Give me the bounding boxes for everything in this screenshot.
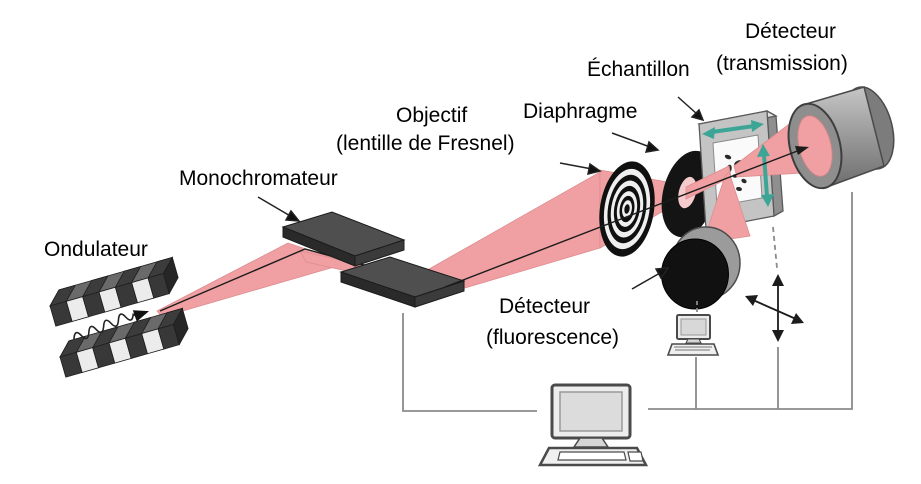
xray-beam-sample [685, 114, 804, 244]
label-arrow-echantillon [677, 96, 705, 122]
undulator-top-row [49, 256, 179, 327]
workstation-computer-icon [537, 383, 649, 467]
sample-scan-arrows [702, 120, 774, 207]
undulator-bottom-row [59, 307, 189, 378]
label-ondulateur: Ondulateur [44, 238, 148, 261]
scan-stage-arrows [745, 274, 804, 342]
label-arrow-diaphragme [611, 132, 660, 153]
fluorescence-detector [661, 226, 741, 310]
label-monochromateur: Monochromateur [179, 167, 338, 190]
wire-right-bus [648, 192, 853, 410]
label-objectif-sub: (lentille de Fresnel) [336, 132, 515, 155]
label-detecteur-fluorescence: Détecteur [499, 295, 591, 318]
beam-axis-arrow [444, 146, 809, 288]
label-arrow-objectif [559, 162, 602, 176]
desktop-computer-icon [666, 314, 720, 356]
wire-monochromator-to-computer [402, 313, 537, 412]
label-detecteur-fluorescence-sub: (fluorescence) [486, 326, 620, 349]
label-echantillon: Échantillon [587, 58, 690, 81]
label-arrow-monochromator [257, 196, 301, 222]
photon-wiggle-arrow [73, 310, 149, 340]
control-wires [402, 192, 853, 412]
label-arrows [257, 96, 705, 290]
label-arrow-fluorescence [631, 267, 670, 290]
undulator-magnets [49, 256, 189, 378]
label-detecteur-transmission-sub: (transmission) [716, 52, 848, 75]
wire-sample-dashed [772, 226, 778, 269]
monochromator-crystals [281, 211, 466, 308]
label-diaphragme: Diaphragme [523, 100, 638, 123]
fresnel-zone-plate [599, 161, 655, 257]
label-detecteur-transmission: Détecteur [745, 20, 837, 43]
label-objectif: Objectif [396, 104, 468, 127]
transmission-detector [787, 86, 895, 190]
